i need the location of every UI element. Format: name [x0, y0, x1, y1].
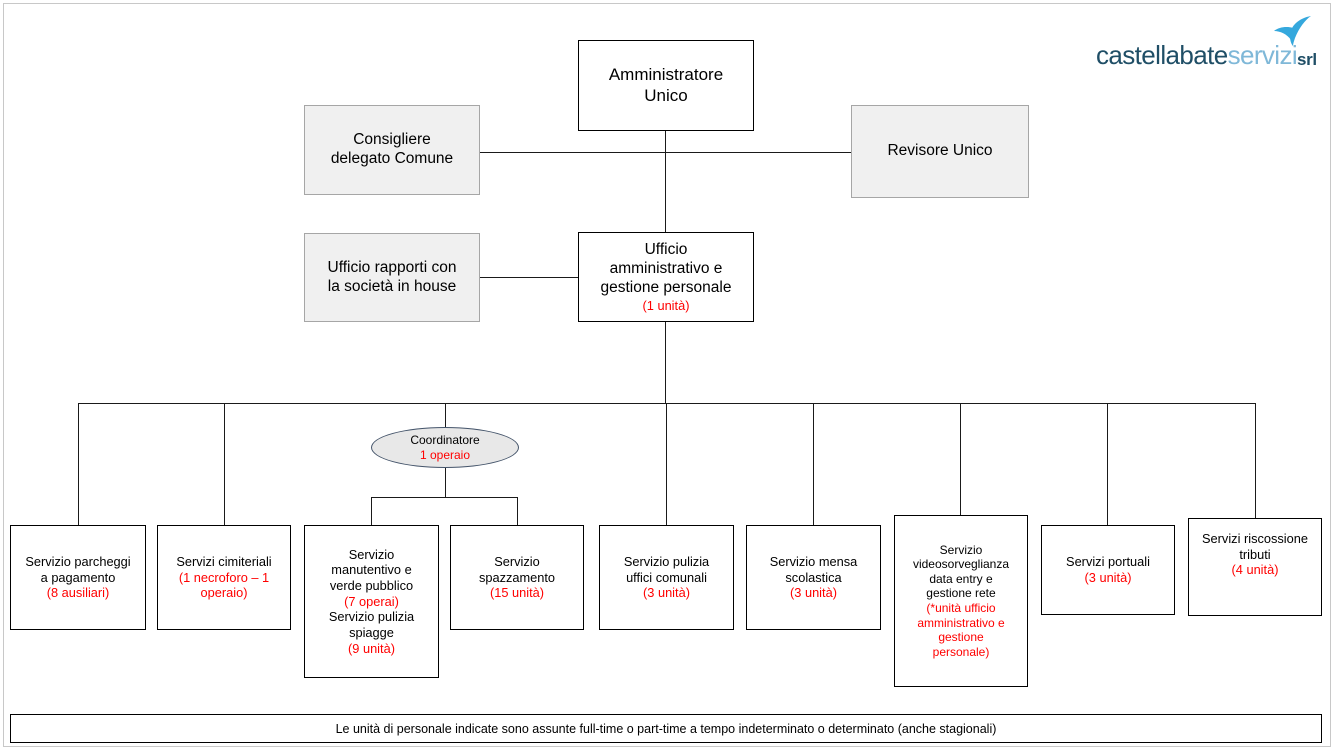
connector-drop-cimiteriali — [224, 403, 225, 525]
node-line-units: (4 unità) — [1231, 562, 1279, 578]
connector-services-bus — [78, 403, 1256, 404]
node-consigliere-delegato-comune[interactable]: Consigliere delegato Comune — [304, 105, 480, 195]
node-ufficio-rapporti-societa-in-house[interactable]: Ufficio rapporti con la società in house — [304, 233, 480, 322]
node-line-units: (8 ausiliari) — [46, 585, 110, 601]
node-line: uffici comunali — [626, 569, 707, 585]
connector-drop-portuali — [1107, 403, 1108, 525]
node-line: Servizi cimiteriali — [176, 554, 272, 570]
connector-drop-spazzamento — [517, 497, 518, 525]
connector-consigliere-revisore-bus — [480, 152, 852, 153]
node-line: a pagamento — [40, 569, 116, 585]
node-servizio-spazzamento[interactable]: Servizio spazzamento (15 unità) — [450, 525, 584, 630]
node-line: la società in house — [327, 277, 457, 295]
node-line-units: personale) — [932, 644, 990, 659]
company-logo: castellabate servizi srl — [1096, 16, 1317, 71]
connector-coordinatore-subbus — [371, 497, 518, 498]
node-line-units: (3 unità) — [643, 585, 690, 601]
node-line: Coordinatore — [410, 432, 480, 447]
node-line-units: (9 unità) — [348, 640, 395, 656]
node-line: spiagge — [349, 624, 394, 640]
node-line-units: (3 unità) — [1084, 570, 1132, 585]
node-amministratore-unico[interactable]: Amministratore Unico — [578, 40, 754, 131]
node-servizi-riscossione-tributi[interactable]: Servizi riscossione tributi (4 unità) — [1188, 518, 1322, 616]
node-ufficio-amministrativo-gestione-personale[interactable]: Ufficio amministrativo e gestione person… — [578, 232, 754, 322]
node-line: Servizio pulizia — [328, 609, 415, 625]
node-line: Servizio pulizia — [623, 554, 710, 570]
node-line: delegato Comune — [330, 150, 454, 167]
node-line-units: (15 unità) — [489, 585, 545, 601]
node-line: spazzamento — [478, 569, 556, 585]
node-servizio-manutentivo-verde-pubblico[interactable]: Servizio manutentivo e verde pubblico (7… — [304, 525, 439, 678]
node-servizio-parcheggi-a-pagamento[interactable]: Servizio parcheggi a pagamento (8 ausili… — [10, 525, 146, 630]
node-revisore-unico[interactable]: Revisore Unico — [851, 105, 1029, 198]
node-servizi-cimiteriali[interactable]: Servizi cimiteriali (1 necroforo – 1 ope… — [157, 525, 291, 630]
leaf-icon — [1269, 14, 1315, 53]
node-line: Revisore Unico — [887, 142, 993, 160]
footer-note-bar: Le unità di personale indicate sono assu… — [10, 714, 1322, 743]
node-servizi-portuali[interactable]: Servizi portuali (3 unità) — [1041, 525, 1175, 615]
connector-bus-to-ufficio-amministrativo — [665, 152, 666, 232]
node-line: Servizi portuali — [1066, 554, 1150, 570]
node-line: scolastica — [785, 569, 842, 585]
node-line: Ufficio — [644, 240, 688, 258]
logo-word-servizi: servizi — [1227, 40, 1298, 70]
node-line: Ufficio rapporti con — [327, 258, 457, 276]
footer-note-text: Le unità di personale indicate sono assu… — [335, 721, 997, 736]
connector-drop-riscossione — [1255, 403, 1256, 518]
node-line-units: (7 operai) — [344, 593, 399, 609]
connector-amministratore-to-bus — [665, 130, 666, 153]
logo-word-castellabate: castellabate — [1096, 40, 1228, 70]
node-servizio-videosorveglianza[interactable]: Servizio videosorveglianza data entry e … — [894, 515, 1028, 687]
node-line-units: (*unità ufficio — [926, 601, 996, 615]
node-line-units: operaio) — [200, 585, 248, 601]
connector-coordinatore-to-subbus — [445, 467, 446, 497]
connector-drop-parcheggi — [78, 403, 79, 525]
node-line-units: (3 unità) — [790, 585, 837, 601]
node-line: Servizio — [348, 546, 395, 562]
connector-ufficio-rapporti-link — [480, 277, 579, 278]
node-line: Servizio — [494, 554, 540, 570]
node-line-units: (1 necroforo – 1 — [178, 569, 270, 585]
node-line: gestione personale — [600, 278, 732, 296]
node-line-units: gestione — [938, 630, 984, 645]
node-line: gestione rete — [926, 586, 996, 601]
node-line: Servizio — [939, 542, 983, 557]
node-line-units: (1 unità) — [642, 297, 690, 313]
node-line: tributi — [1239, 546, 1271, 562]
node-servizio-pulizia-uffici-comunali[interactable]: Servizio pulizia uffici comunali (3 unit… — [599, 525, 734, 630]
node-line: Servizio parcheggi — [25, 554, 131, 570]
node-coordinatore[interactable]: Coordinatore 1 operaio — [371, 427, 519, 468]
node-line: Servizi riscossione — [1202, 531, 1308, 546]
connector-drop-pulizia-uffici — [666, 403, 667, 525]
node-line: verde pubblico — [329, 578, 414, 594]
node-line: Unico — [644, 85, 688, 105]
node-line: Amministratore — [608, 64, 724, 84]
node-line: Servizio mensa — [769, 554, 858, 570]
node-line-units: 1 operaio — [419, 447, 471, 462]
connector-drop-coordinatore — [445, 403, 446, 429]
node-line: Consigliere — [353, 131, 431, 149]
node-line: videosorveglianza — [912, 557, 1010, 572]
node-line-units: amministrativo e — [917, 615, 1005, 630]
connector-drop-manutentivo — [371, 497, 372, 525]
connector-ufficio-to-services-bus — [665, 322, 666, 404]
logo-word-srl: srl — [1297, 50, 1317, 69]
connector-drop-videosorveglianza — [960, 403, 961, 515]
node-servizio-mensa-scolastica[interactable]: Servizio mensa scolastica (3 unità) — [746, 525, 881, 630]
node-line: manutentivo e — [331, 562, 412, 578]
node-line: data entry e — [929, 571, 993, 586]
node-line: amministrativo e — [609, 259, 723, 277]
connector-drop-mensa — [813, 403, 814, 525]
